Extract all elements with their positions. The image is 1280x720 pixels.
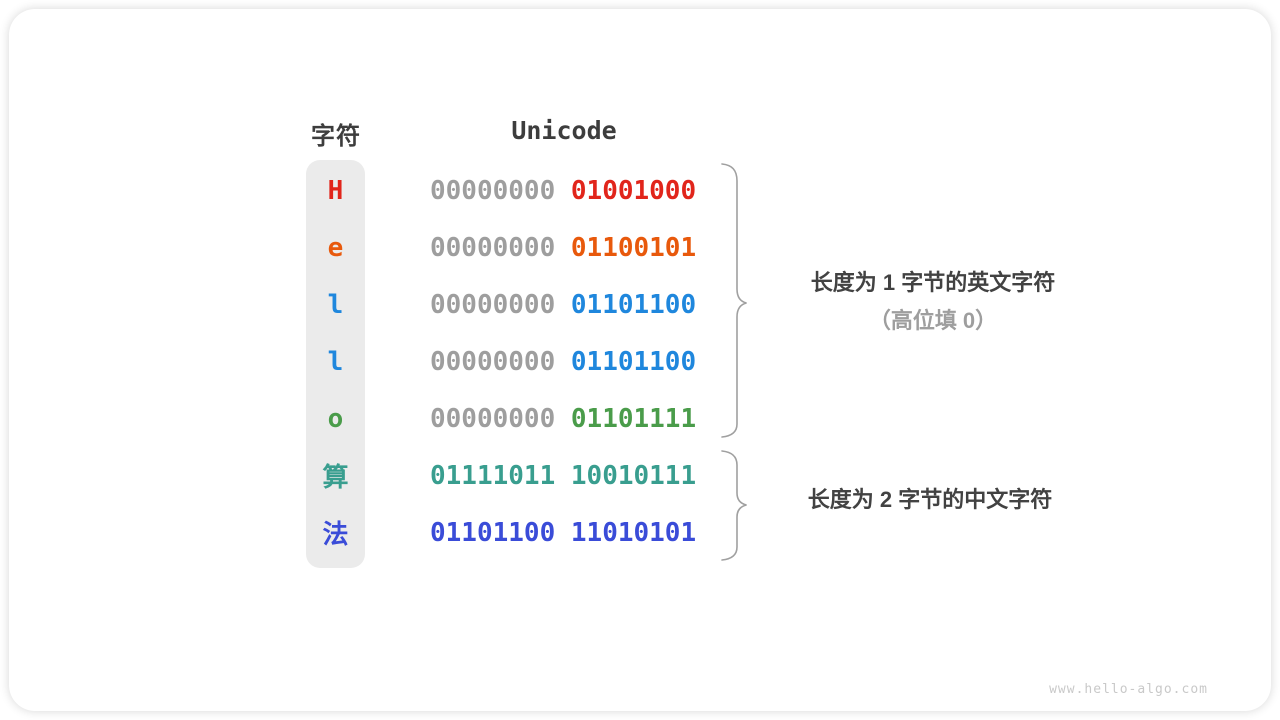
low-byte: 01001000 — [570, 175, 697, 206]
high-byte: 00000000 — [430, 289, 556, 320]
annotation-english-line2: （高位填 0） — [868, 308, 998, 333]
low-byte: 01101100 — [570, 289, 697, 320]
high-byte: 01101100 — [430, 517, 556, 548]
low-byte: 10010111 — [570, 460, 697, 491]
watermark-url: www.hello-algo.com — [1049, 682, 1208, 697]
character-cell: H — [327, 175, 344, 206]
figure-card — [9, 9, 1271, 711]
annotation-english-line1: 长度为 1 字节的英文字符 — [810, 270, 1056, 295]
unicode-bytes: 00000000 01101100 — [430, 347, 696, 377]
high-byte: 00000000 — [430, 403, 556, 434]
column-header-unicode: Unicode — [511, 116, 617, 145]
character-column-background — [306, 160, 365, 568]
annotation-chinese-chars: 长度为 2 字节的中文字符 — [755, 489, 1105, 511]
character-cell: l — [327, 346, 344, 377]
table-row: 法 01101100 11010101 — [306, 504, 726, 561]
high-byte: 00000000 — [430, 232, 556, 263]
unicode-bytes: 00000000 01100101 — [430, 233, 696, 263]
high-byte: 01111011 — [430, 460, 556, 491]
unicode-bytes: 00000000 01001000 — [430, 176, 696, 206]
low-byte: 11010101 — [570, 517, 697, 548]
unicode-bytes: 01111011 10010111 — [430, 461, 696, 491]
high-byte: 00000000 — [430, 346, 556, 377]
unicode-bytes: 00000000 01101111 — [430, 404, 696, 434]
character-cell: o — [327, 403, 344, 434]
annotation-english-chars: 长度为 1 字节的英文字符 （高位填 0） — [758, 272, 1108, 332]
table-row: 算 01111011 10010111 — [306, 447, 726, 504]
low-byte: 01101111 — [570, 403, 697, 434]
low-byte: 01100101 — [570, 232, 697, 263]
character-cell: e — [327, 232, 344, 263]
table-row: o 00000000 01101111 — [306, 390, 726, 447]
character-cell: 算 — [322, 463, 349, 493]
low-byte: 01101100 — [570, 346, 697, 377]
column-header-character: 字符 — [311, 123, 361, 150]
high-byte: 00000000 — [430, 175, 556, 206]
character-cell: l — [327, 289, 344, 320]
unicode-bytes: 00000000 01101100 — [430, 290, 696, 320]
encoding-table: H 00000000 01001000 e 00000000 01100101 l 000… — [306, 162, 726, 561]
table-row: e 00000000 01100101 — [306, 219, 726, 276]
character-cell: 法 — [322, 520, 349, 550]
annotation-chinese-line1: 长度为 2 字节的中文字符 — [807, 487, 1053, 512]
table-row: H 00000000 01001000 — [306, 162, 726, 219]
table-row: l 00000000 01101100 — [306, 333, 726, 390]
unicode-bytes: 01101100 11010101 — [430, 518, 696, 548]
table-row: l 00000000 01101100 — [306, 276, 726, 333]
